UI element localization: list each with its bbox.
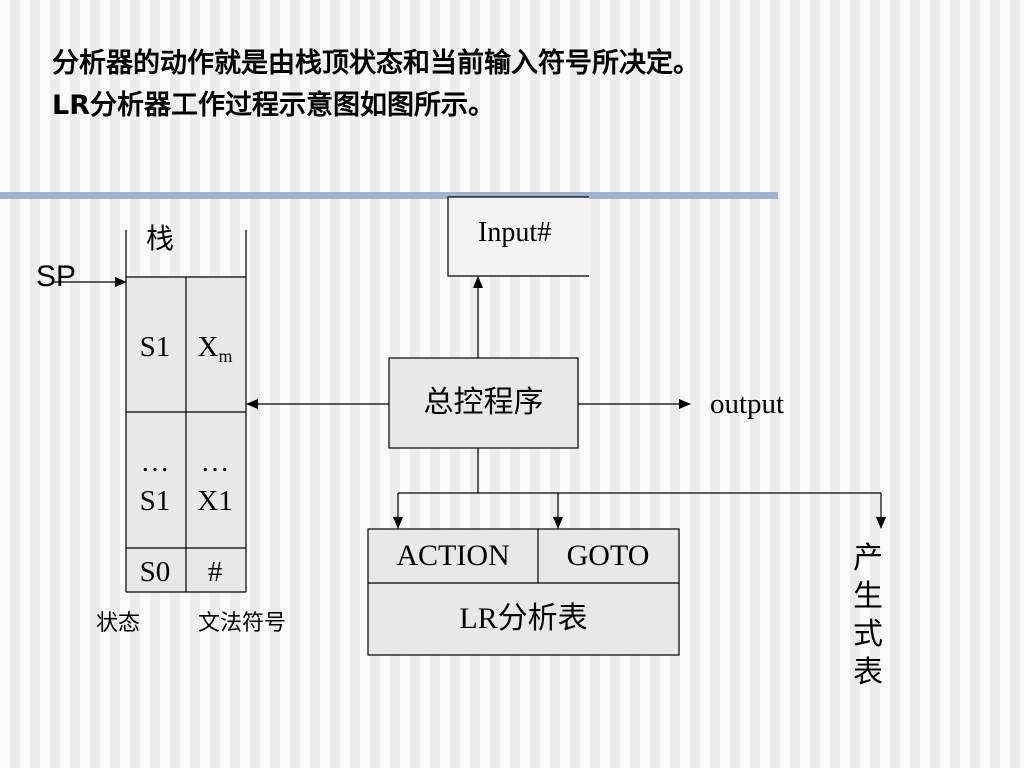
stack [125,230,247,593]
stack-pointer-label: SP [36,260,77,293]
grammar-symbol-caption: 文法符号 [198,610,287,635]
stack-cell-ellipsis: … [200,446,230,478]
stack-cell-state: S1 [139,485,171,517]
input-buffer [447,196,589,277]
stack-cell-ellipsis: … [140,446,170,478]
controller-box [388,357,579,449]
stack-cell-state: S0 [139,556,171,588]
heading-line-2: LR分析器工作过程示意图如图所示。 [52,90,495,121]
stack-cell-symbol: # [207,556,223,588]
production-table-label: 产 生 式 表 [853,542,883,690]
lr-analysis-table [367,528,680,656]
output-label: output [710,388,785,420]
stack-title: 栈 [146,224,175,255]
stack-cell-symbol: X1 [197,485,233,517]
controller-label: 总控程序 [423,386,544,419]
stack-cell-state: S1 [139,331,171,363]
title-divider [0,192,778,199]
input-buffer-outline [447,196,589,277]
input-label: Input# [478,217,552,248]
action-header: ACTION [396,539,510,572]
heading-line-1: 分析器的动作就是由栈顶状态和当前输入符号所决定。 [52,48,700,79]
lr-table-name: LR分析表 [459,602,588,635]
goto-header: GOTO [566,539,650,572]
stack-cell-symbol: Xm [197,331,233,366]
lr-table-box [367,528,680,656]
input-buffer-fill [448,197,589,276]
state-caption: 状态 [96,610,141,635]
